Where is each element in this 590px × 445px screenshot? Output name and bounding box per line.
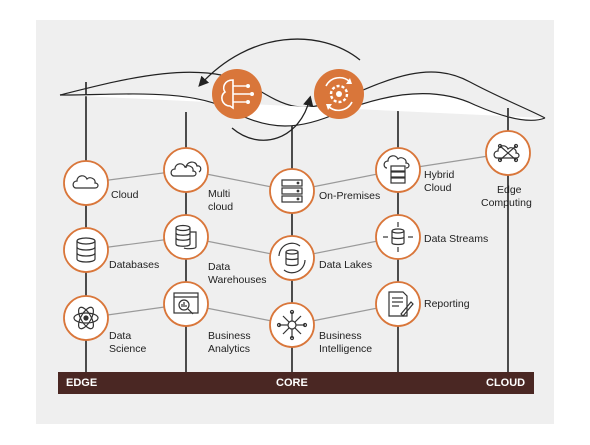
network-hub-icon — [276, 309, 308, 341]
label-on-premises: On-Premises — [319, 190, 381, 202]
cycle-arrow-top — [198, 38, 361, 87]
axis-label-cloud: CLOUD — [486, 377, 526, 389]
label-edge-computing-1: Edge — [497, 184, 522, 196]
database-stack-icon — [175, 224, 197, 250]
cloud-icon — [72, 175, 99, 189]
database-arrows-icon — [383, 222, 413, 252]
label-data-warehouses-1: Data — [208, 261, 231, 273]
diagram-panel — [36, 20, 554, 424]
node-business-analytics — [163, 281, 209, 327]
label-data-warehouses-2: Warehouses — [208, 274, 267, 286]
label-business-analytics-1: Business — [208, 330, 251, 342]
node-on-premises — [269, 168, 315, 214]
label-data-science-2: Science — [109, 343, 147, 355]
atom-icon — [73, 306, 99, 330]
node-multi-cloud — [163, 147, 209, 193]
axis-label-edge: EDGE — [66, 377, 98, 389]
label-business-intelligence-1: Business — [319, 330, 362, 342]
database-cycle-icon — [278, 242, 306, 274]
label-data-science-1: Data — [109, 330, 132, 342]
node-cloud — [63, 160, 109, 206]
cloud-network-icon — [493, 143, 520, 163]
label-edge-computing-2: Computing — [481, 197, 532, 209]
node-data-streams — [375, 214, 421, 260]
axis-bar: EDGE CORE CLOUD — [58, 372, 534, 394]
gear-refresh-icon — [314, 69, 364, 119]
analytics-window-icon — [173, 292, 199, 315]
label-data-streams: Data Streams — [424, 233, 489, 245]
node-reporting — [375, 281, 421, 327]
server-icon — [281, 179, 303, 203]
label-cloud: Cloud — [111, 189, 139, 201]
node-hybrid-cloud — [375, 147, 421, 193]
brain-circuit-icon — [212, 69, 262, 119]
label-business-intelligence-2: Intelligence — [319, 343, 373, 355]
label-reporting: Reporting — [424, 298, 470, 310]
label-hybrid-cloud-2: Cloud — [424, 182, 452, 194]
cycle-arrow-bottom — [231, 95, 314, 141]
cloud-server-icon — [383, 155, 410, 184]
label-multi-cloud-1: Multi — [208, 188, 231, 200]
node-data-warehouses — [163, 214, 209, 260]
label-databases: Databases — [109, 259, 160, 271]
axis-label-core: CORE — [276, 377, 308, 389]
label-hybrid-cloud-1: Hybrid — [424, 169, 455, 181]
document-pen-icon — [388, 291, 414, 317]
node-business-intelligence — [269, 302, 315, 348]
label-data-lakes: Data Lakes — [319, 259, 373, 271]
node-data-lakes — [269, 235, 315, 281]
label-multi-cloud-2: cloud — [208, 201, 234, 213]
clouds-icon — [170, 161, 202, 177]
database-icon — [76, 237, 96, 263]
label-business-analytics-2: Analytics — [208, 343, 251, 355]
